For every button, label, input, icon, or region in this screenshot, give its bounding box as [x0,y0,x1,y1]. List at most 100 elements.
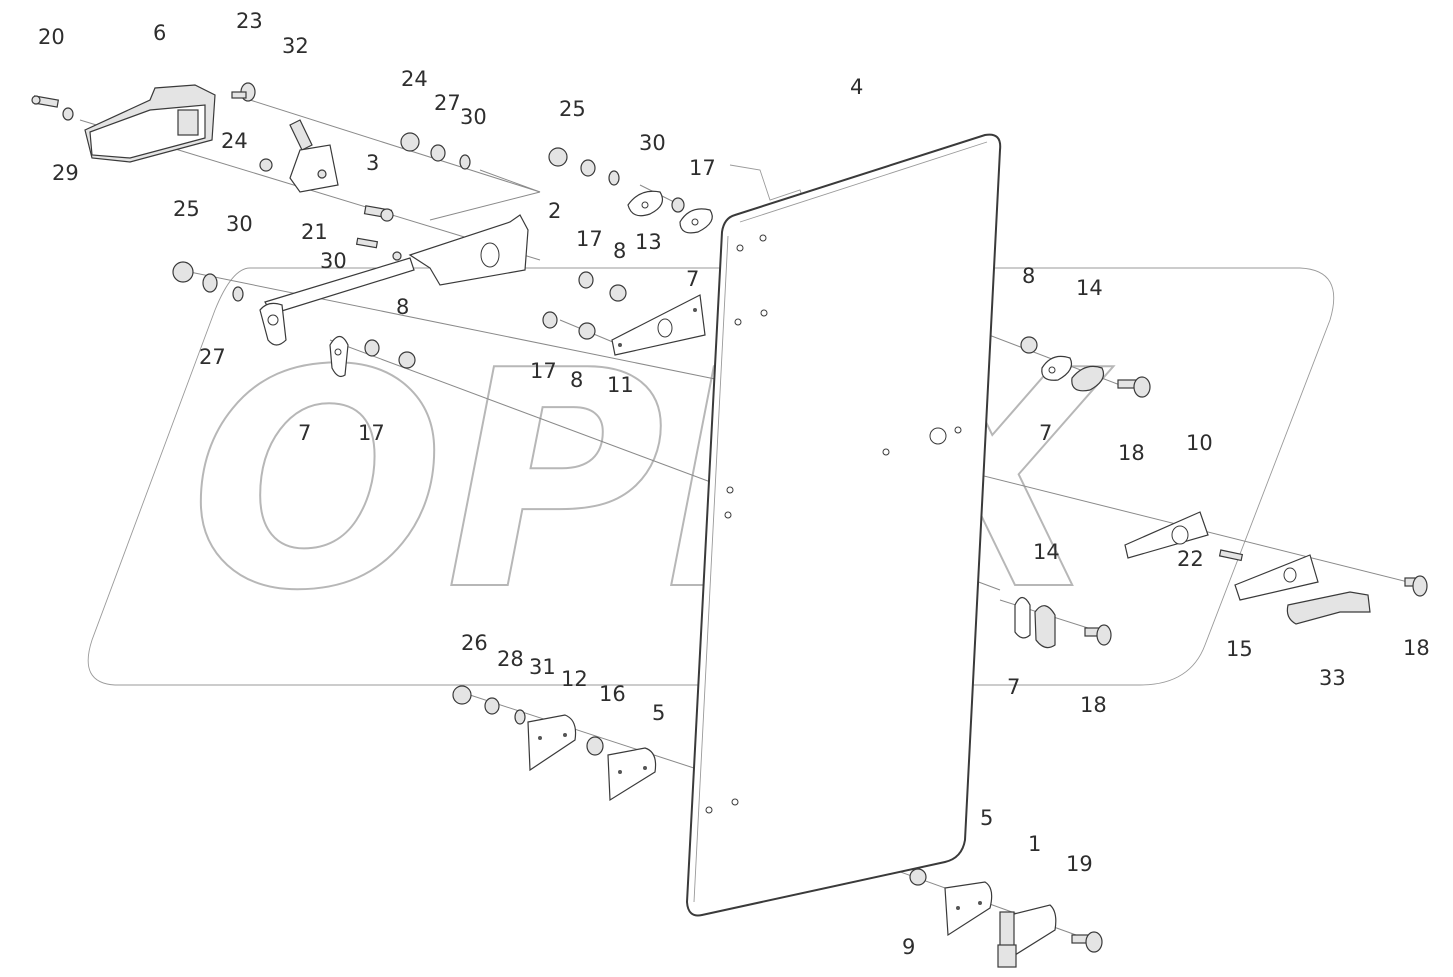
hinge-plate-10 [1124,511,1209,559]
callout-5a: 5 [652,701,665,725]
callout-31: 31 [529,655,556,679]
callout-7d: 7 [1007,675,1020,699]
hinge-plate-15 [1234,554,1319,601]
callout-30d: 30 [320,249,347,273]
glass-panel [685,133,1002,917]
callout-13: 13 [635,230,662,254]
handle-housing [84,84,216,163]
nut-24b [400,132,420,152]
spacer-17b [364,339,380,357]
bolt-20 [31,95,60,108]
spacer-16 [586,736,604,756]
callout-24a: 24 [221,129,248,153]
callout-7c: 7 [1039,421,1052,445]
handle-33 [1286,591,1371,625]
callout-22: 22 [1177,547,1204,571]
nut-26 [452,685,472,705]
callout-27b: 27 [199,345,226,369]
callout-8d: 8 [1022,264,1035,288]
callout-8c: 8 [570,368,583,392]
callout-11: 11 [607,373,634,397]
hinge-plate-5b [944,881,993,937]
bolt-22 [1218,549,1244,562]
plate-7b [329,335,349,378]
screw-23 [231,82,256,102]
plate-7d [1014,596,1031,639]
hinge-plate-11 [611,294,706,356]
callout-23: 23 [236,9,263,33]
callout-7a: 7 [686,267,699,291]
callout-32: 32 [282,34,309,58]
spacer-17c [578,271,594,289]
callout-29: 29 [52,161,79,185]
bolt-3 [363,205,394,222]
washer-30b [459,154,471,170]
plate-7c [1041,355,1073,381]
nut-25b [172,261,194,283]
callout-3: 3 [366,151,379,175]
callout-9: 9 [902,935,915,959]
screw-19 [1071,931,1103,953]
callout-20: 20 [38,25,65,49]
bushing-9 [909,868,927,886]
watermark-frame [87,267,1335,686]
callout-2: 2 [548,199,561,223]
callout-14b: 14 [1033,540,1060,564]
callout-30c: 30 [226,212,253,236]
screw-18b [1404,575,1428,597]
screw-18c [1084,624,1112,646]
callout-8b: 8 [396,295,409,319]
callout-24b: 24 [401,67,428,91]
callout-18b: 18 [1403,636,1430,660]
plate-13 [627,190,663,217]
callout-25b: 25 [173,197,200,221]
callout-17d: 17 [358,421,385,445]
washer-27b [580,159,596,177]
callout-14a: 14 [1076,276,1103,300]
callout-10: 10 [1186,431,1213,455]
hinge-plate-12 [527,714,577,772]
washer-27a [430,144,446,162]
callout-33: 33 [1319,666,1346,690]
spacer-17a [671,197,685,213]
callout-1: 1 [1028,832,1041,856]
callout-28: 28 [497,647,524,671]
callout-4: 4 [850,75,863,99]
washer-27c [202,273,218,293]
latch-lever [289,119,339,193]
callout-21: 21 [301,220,328,244]
callout-27a: 27 [434,91,461,115]
washer-31 [514,709,526,725]
callout-labels: 1 2 3 4 5 5 6 7 7 7 7 7 8 8 8 8 9 10 11 … [38,9,1430,959]
washer-30a [392,251,402,261]
bushing-8d [1020,336,1038,354]
spacer-17d [542,311,558,329]
callout-15: 15 [1226,637,1253,661]
callout-26: 26 [461,631,488,655]
callout-17a: 17 [689,156,716,180]
callout-5b: 5 [980,806,993,830]
callout-6: 6 [153,21,166,45]
callout-25a: 25 [559,97,586,121]
washer-30d [232,286,244,302]
callout-18a: 18 [1118,441,1145,465]
callout-7b: 7 [298,421,311,445]
washer-28 [484,697,500,715]
hinge-plate-5a [607,747,657,802]
nut-24 [259,158,273,172]
callout-17b: 17 [576,227,603,251]
hinge-1 [997,904,1057,968]
callout-19: 19 [1066,852,1093,876]
washer-30c [608,170,620,186]
rod-bracket [259,214,529,346]
callout-16: 16 [599,682,626,706]
plate-14a [1071,365,1105,392]
bushing-8a [398,351,416,369]
bushing-8b [609,284,627,302]
nut-25a [548,147,568,167]
callout-17c: 17 [530,359,557,383]
glass-panel-holes [705,234,962,814]
plate-7a [679,208,713,234]
